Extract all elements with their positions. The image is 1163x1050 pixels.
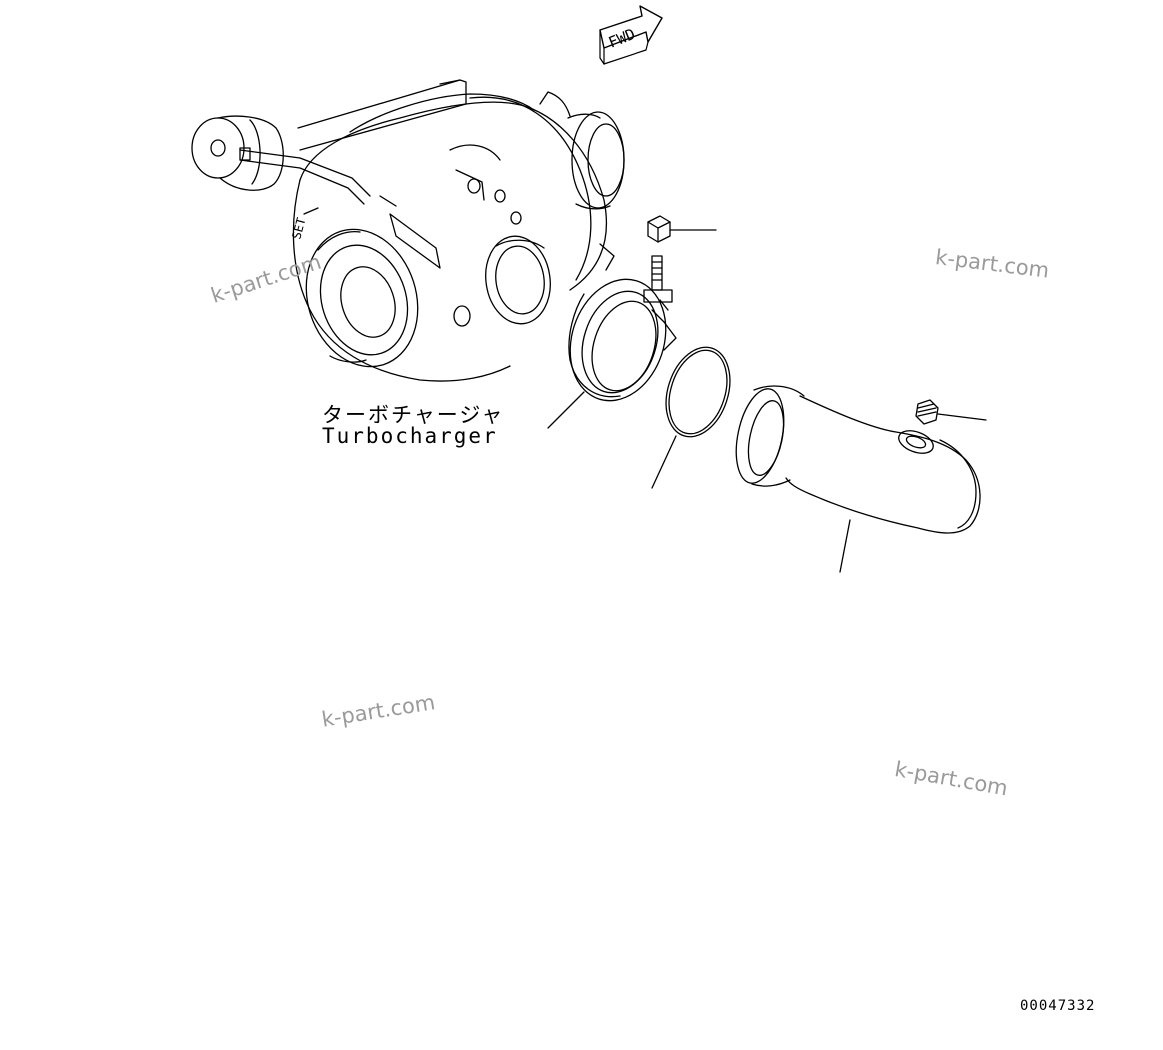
svg-text:SET: SET [289, 216, 308, 241]
fwd-arrow-label: FWD [606, 25, 638, 52]
gasket-ring-part [651, 346, 731, 489]
turbocharger-label-jp: ターボチャージャ [322, 403, 505, 427]
figure-id: 00047332 [1020, 998, 1096, 1014]
nut-part [647, 215, 717, 243]
fwd-arrow-icon: FWD [599, 5, 663, 65]
pipe-leader-line [839, 519, 851, 573]
clamp-leader-line [547, 391, 585, 429]
gasket-leader-line [651, 435, 677, 489]
vband-clamp-part [547, 255, 677, 429]
plug-fitting-part [915, 399, 987, 425]
plug-leader-line [937, 413, 987, 421]
elbow-pipe-part [735, 385, 981, 573]
turbocharger-label-en: Turbocharger [322, 424, 498, 448]
turbocharger-drawing: SET [191, 79, 625, 382]
